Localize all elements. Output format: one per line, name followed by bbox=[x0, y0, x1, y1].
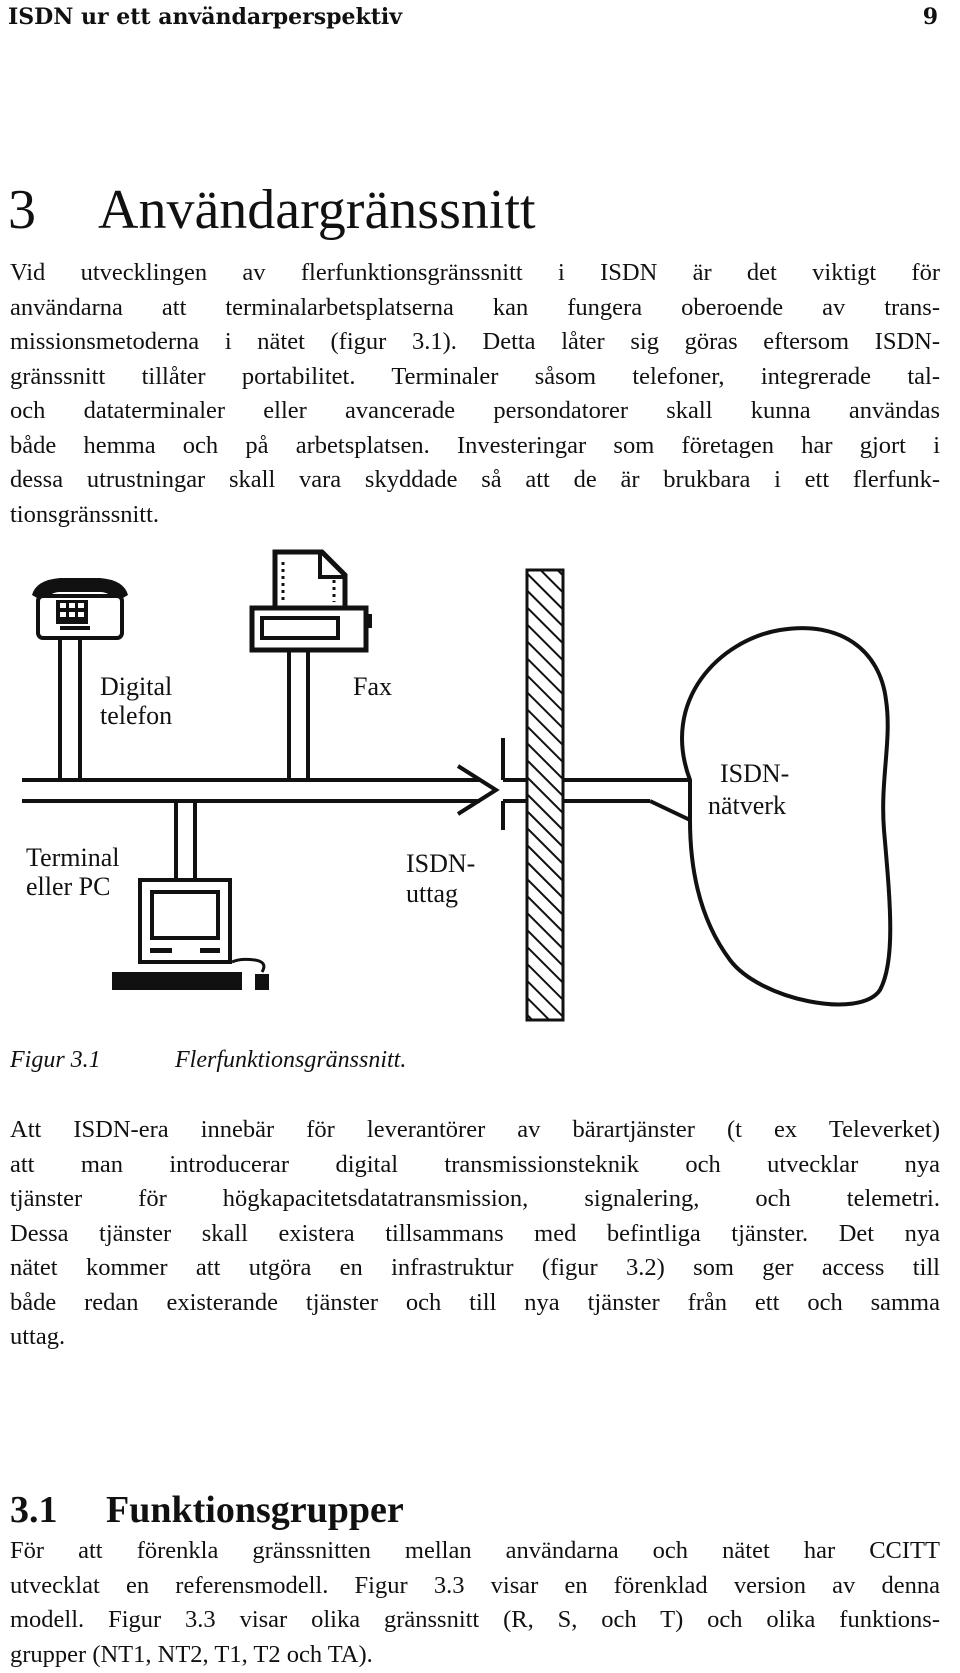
chapter-heading: 3 Användargränssnitt bbox=[8, 178, 536, 242]
running-title: ISDN ur ett användarperspektiv bbox=[8, 4, 403, 30]
text-line: nätet kommer att utgöra en infrastruktur… bbox=[10, 1254, 940, 1281]
section-paragraph: För att förenkla gränssnitten mellan anv… bbox=[10, 1534, 940, 1672]
label-outlet-line2: uttag bbox=[406, 879, 458, 908]
arrow-icon bbox=[456, 764, 500, 816]
label-network-line2: nätverk bbox=[708, 791, 786, 820]
text-line: modell. Figur 3.3 visar olika gränssnitt… bbox=[10, 1606, 940, 1633]
chapter-title: Användargränssnitt bbox=[98, 179, 536, 241]
label-digital-line1: Digital bbox=[100, 672, 172, 701]
text-line: uttag. bbox=[10, 1323, 66, 1350]
digital-phone-icon bbox=[32, 578, 128, 640]
text-line: användarna att terminalarbetsplatserna k… bbox=[10, 293, 940, 321]
section-title: Funktionsgrupper bbox=[106, 1489, 404, 1531]
text-line: grupper (NT1, NT2, T1, T2 och TA). bbox=[10, 1640, 373, 1668]
label-terminal-line2: eller PC bbox=[26, 872, 111, 901]
text-line: att man introducerar digital transmissio… bbox=[10, 1150, 940, 1178]
label-fax: Fax bbox=[353, 672, 392, 701]
text-line: dessa utrustningar skall vara skyddade s… bbox=[10, 466, 940, 493]
text-line: Dessa tjänster skall existera tillsamman… bbox=[10, 1219, 940, 1247]
intro-paragraph: Vid utvecklingen av flerfunktionsgränssn… bbox=[10, 256, 940, 532]
section-heading: 3.1 Funktionsgrupper bbox=[10, 1488, 404, 1532]
chapter-number: 3 bbox=[8, 179, 36, 241]
page-number: 9 bbox=[922, 4, 938, 30]
network-cloud bbox=[680, 626, 893, 1007]
text-line: och dataterminaler eller avancerade pers… bbox=[10, 397, 940, 424]
text-line: Vid utvecklingen av flerfunktionsgränssn… bbox=[10, 259, 940, 286]
computer-icon bbox=[112, 878, 269, 990]
text-line: både hemma och på arbetsplatsen. Investe… bbox=[10, 431, 940, 459]
text-line: För att förenkla gränssnitten mellan anv… bbox=[10, 1537, 940, 1564]
text-line: gränssnitt tillåter portabilitet. Termin… bbox=[10, 362, 940, 390]
label-terminal-line1: Terminal bbox=[26, 843, 119, 872]
text-line: tionsgränssnitt. bbox=[10, 500, 160, 528]
figure-isdn-diagram: Digital telefon Fax Terminal eller PC IS… bbox=[22, 549, 893, 1022]
label-digital-line2: telefon bbox=[100, 701, 172, 730]
caption-label: Figur 3.1 bbox=[10, 1047, 101, 1073]
section-number: 3.1 bbox=[10, 1489, 58, 1531]
running-header: ISDN ur ett användarperspektiv 9 bbox=[8, 4, 938, 34]
text-line: tjänster för högkapacitetsdatatransmissi… bbox=[10, 1185, 940, 1212]
body-paragraph: Att ISDN-era innebär för leverantörer av… bbox=[10, 1113, 940, 1355]
text-line: missionsmetoderna i nätet (figur 3.1). D… bbox=[10, 328, 940, 355]
text-line: utvecklat en referensmodell. Figur 3.3 v… bbox=[10, 1571, 940, 1599]
caption-text: Flerfunktionsgränssnitt. bbox=[175, 1047, 407, 1073]
label-outlet-line1: ISDN- bbox=[406, 849, 475, 878]
text-line: Att ISDN-era innebär för leverantörer av… bbox=[10, 1116, 940, 1143]
fax-icon bbox=[249, 549, 372, 653]
wall bbox=[525, 568, 565, 1022]
text-line: både redan existerande tjänster och till… bbox=[10, 1288, 940, 1316]
label-network-line1: ISDN- bbox=[720, 759, 789, 788]
